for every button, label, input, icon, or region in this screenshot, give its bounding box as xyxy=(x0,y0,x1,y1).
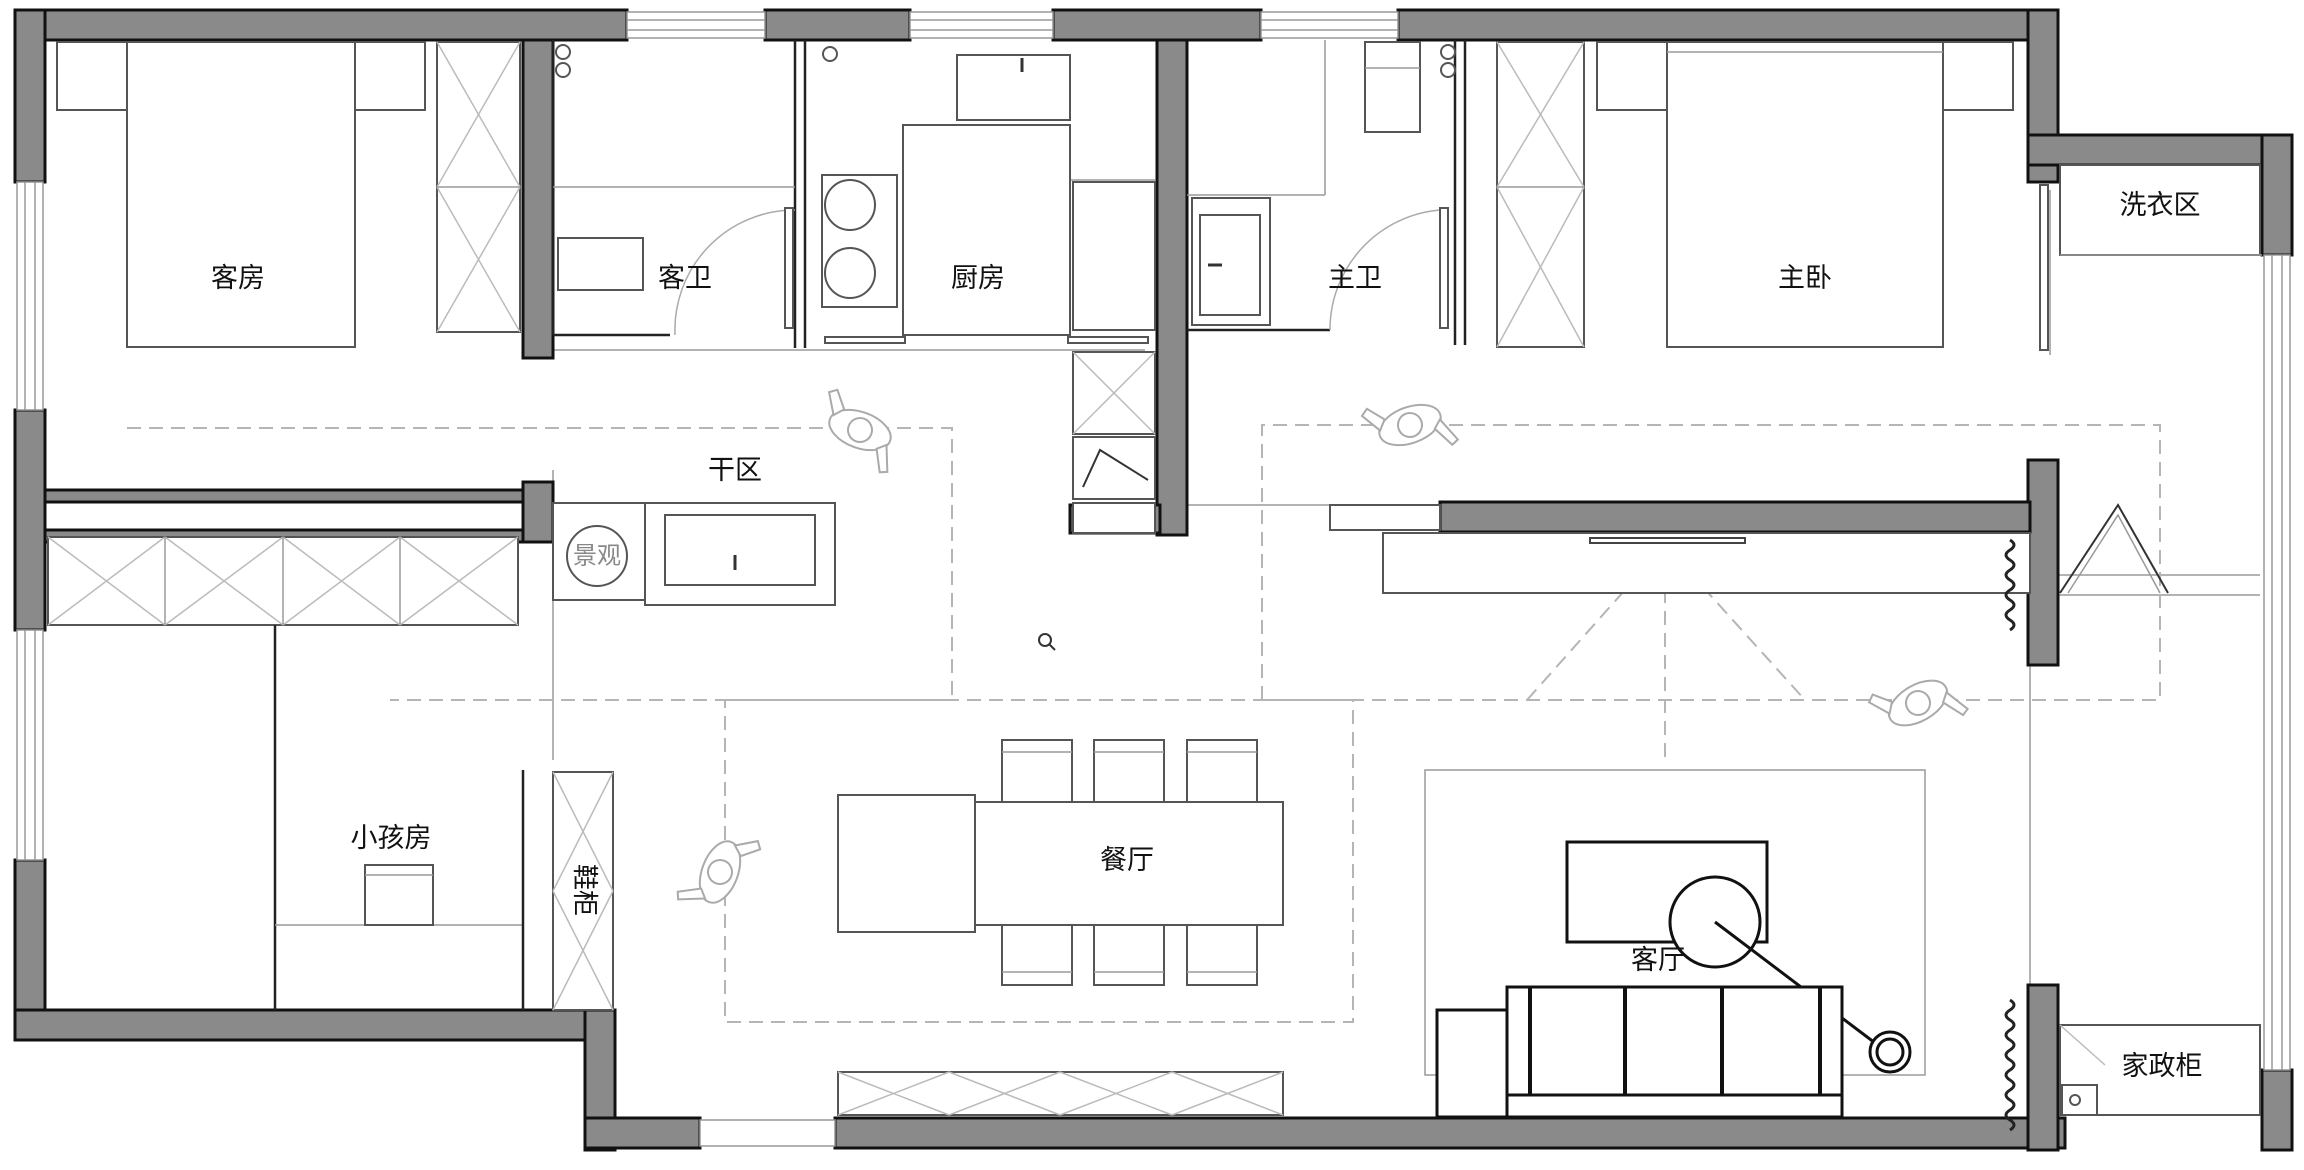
windows xyxy=(16,11,2291,1147)
laundry-area xyxy=(2059,164,2262,256)
walls xyxy=(13,8,2294,1152)
living-room xyxy=(1382,503,2169,1132)
label-dining: 餐厅 xyxy=(1100,845,1154,875)
label-guest-room: 客房 xyxy=(211,263,265,293)
label-dry-area: 干区 xyxy=(708,455,762,485)
magnifier-icon xyxy=(1038,633,1056,651)
label-master-bedroom: 主卧 xyxy=(1778,263,1832,293)
label-laundry: 洗衣区 xyxy=(2120,190,2201,220)
interior-lines xyxy=(551,40,1467,348)
dry-area xyxy=(552,502,1441,606)
shoe-cabinet xyxy=(552,771,614,1011)
label-master-bath: 主卫 xyxy=(1328,263,1382,293)
label-shoe-cabinet: 鞋柜 xyxy=(570,864,600,916)
label-kitchen: 厨房 xyxy=(951,263,1005,293)
label-landscape: 景观 xyxy=(573,542,621,569)
label-kids-room: 小孩房 xyxy=(351,823,432,853)
guest-bath xyxy=(555,44,796,336)
room-labels: 客房 客卫 厨房 主卫 主卧 洗衣区 干区 景观 小孩房 鞋柜 餐厅 客厅 家政… xyxy=(211,190,2203,1081)
master-bedroom xyxy=(1496,41,2051,355)
kitchen xyxy=(821,46,1156,500)
housekeeping-cabinet xyxy=(2059,1024,2261,1116)
master-bath xyxy=(1191,41,1456,331)
person-figures xyxy=(676,388,1970,904)
kids-room xyxy=(47,536,525,1010)
label-housekeeping-cabinet: 家政柜 xyxy=(2122,1051,2203,1081)
label-living: 客厅 xyxy=(1631,945,1685,975)
guest-room xyxy=(56,41,521,348)
dining-area xyxy=(837,739,1284,1116)
label-guest-bath: 客卫 xyxy=(658,263,712,293)
